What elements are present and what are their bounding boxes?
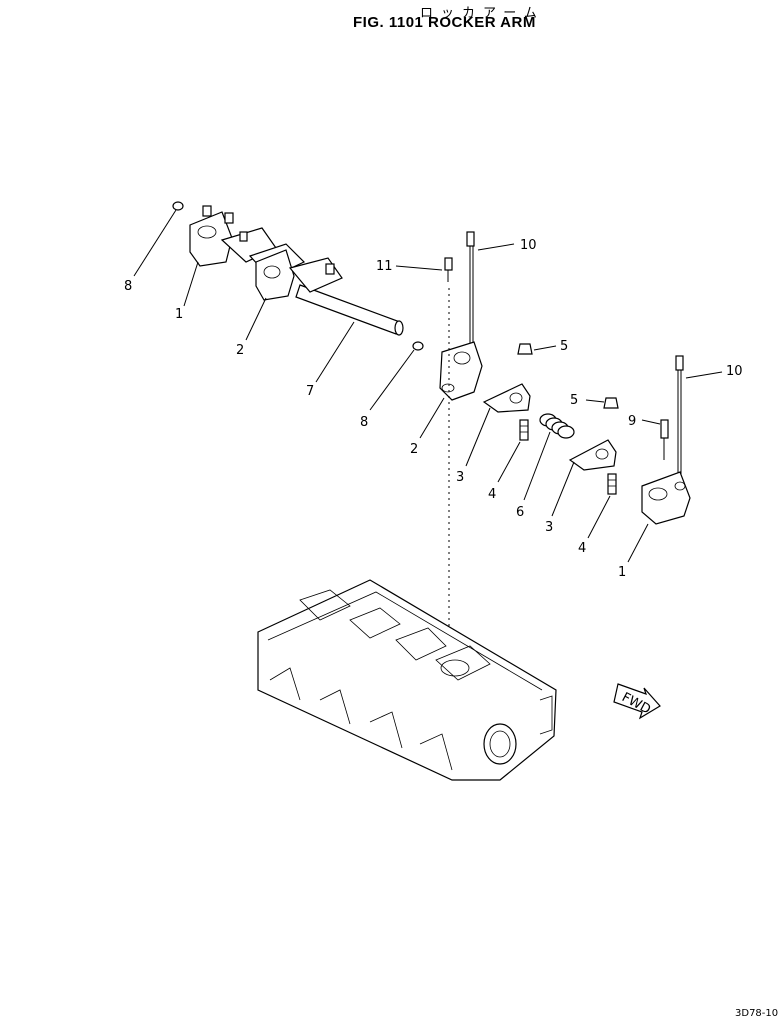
label-1-left: 1 <box>175 307 183 322</box>
shaft-support-1 <box>189 211 233 267</box>
right-support-group <box>641 355 691 525</box>
rocker-arm-3 <box>482 383 531 413</box>
callout-labels: 8 1 2 7 8 11 10 5 2 3 4 6 5 9 10 3 4 1 <box>124 238 743 580</box>
shaft-support-2-mid <box>439 341 483 401</box>
bolt-head-10 <box>466 231 475 247</box>
nut-5-right <box>603 397 619 409</box>
rocker-arm-3-right <box>568 439 617 471</box>
rocker-shaft <box>295 284 401 335</box>
label-3-left: 3 <box>456 470 464 485</box>
bolt-head-11 <box>444 257 453 271</box>
shaft-end <box>394 320 404 336</box>
rocker-shaft-assembly <box>189 205 404 336</box>
shaft-support-2 <box>255 249 295 301</box>
adjusting-screw-4-right <box>607 473 617 495</box>
leader-lines <box>133 209 723 563</box>
figure-title: FIG. 1101 ROCKER ARM <box>353 14 536 31</box>
support-bore <box>197 225 217 239</box>
adjust-screw <box>325 263 335 275</box>
label-8-mid: 8 <box>360 415 368 430</box>
label-1-right: 1 <box>618 565 626 580</box>
plug-left <box>172 201 184 211</box>
label-2-left: 2 <box>236 343 244 358</box>
rocker-arm-group-right <box>568 397 619 495</box>
fwd-arrow-tag: FWD <box>613 683 661 720</box>
support-bolt-top <box>202 205 212 217</box>
cylinder-head <box>257 579 557 781</box>
stud-9 <box>660 419 669 439</box>
head-port <box>483 723 517 765</box>
head-body <box>257 579 557 781</box>
label-6: 6 <box>516 505 524 520</box>
label-11: 11 <box>376 259 393 274</box>
adjust-screw <box>239 231 248 242</box>
label-7: 7 <box>306 384 314 399</box>
support-bolt-top <box>224 212 234 224</box>
label-5-right: 5 <box>570 393 578 408</box>
adjusting-screw-4 <box>519 419 529 441</box>
label-4-right: 4 <box>578 541 586 556</box>
spring-6 <box>539 413 575 439</box>
label-3-right: 3 <box>545 520 553 535</box>
title-japanese: ロッカアーム <box>420 6 545 21</box>
label-10-right: 10 <box>726 364 743 379</box>
label-5-top: 5 <box>560 339 568 354</box>
support-bore <box>263 265 281 279</box>
shaft-support-1-right <box>641 471 691 525</box>
bolt-head-10-right <box>675 355 684 371</box>
label-4-left: 4 <box>488 487 496 502</box>
label-2-mid: 2 <box>410 442 418 457</box>
label-9: 9 <box>628 414 636 429</box>
label-10-top: 10 <box>520 238 537 253</box>
label-8-left: 8 <box>124 279 132 294</box>
plug-mid <box>412 341 424 351</box>
middle-support-group <box>439 231 483 660</box>
rocker-arm-group-left <box>482 343 533 441</box>
nut-5 <box>517 343 533 355</box>
drawing-code: 3D78-10 <box>735 1008 779 1019</box>
